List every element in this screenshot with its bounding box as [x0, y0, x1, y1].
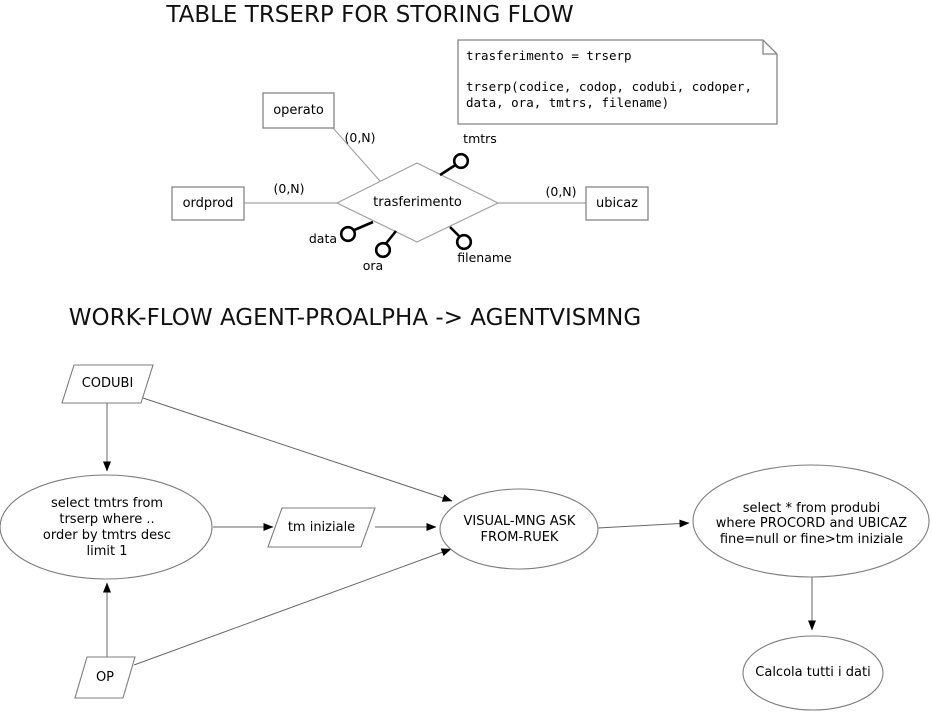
entity-operato-box	[262, 92, 335, 129]
calcola-label: Calcola tutti i dati	[755, 665, 871, 680]
entity-ubicaz-label: ubicaz	[595, 195, 639, 211]
er-section-title: TABLE TRSERP FOR STORING FLOW	[166, 2, 574, 28]
attribute-circle-tmtrs	[452, 152, 470, 170]
parallelogram-op	[74, 656, 136, 699]
attribute-filename-label: filename	[457, 250, 512, 265]
entity-operato-label: operato	[273, 102, 324, 118]
codubi-label: CODUBI	[81, 376, 134, 391]
attribute-stub-tmtrs	[439, 162, 458, 177]
entity-ordprod-box	[171, 186, 245, 221]
note-text: trasferimento = trserp trserp(codice, co…	[466, 48, 752, 111]
er-line-operato-trasferimento	[332, 127, 381, 182]
note-fold-corner	[762, 40, 777, 55]
attribute-circle-ora	[374, 241, 392, 259]
attribute-circle-filename	[455, 233, 473, 251]
attribute-stub-data	[351, 220, 374, 233]
visual-mng-label: VISUAL-MNG ASK FROM-RUEK	[463, 513, 576, 545]
parallelogram-tm-iniziale	[267, 507, 376, 548]
entity-ubicaz-box	[585, 186, 649, 221]
relationship-trasferimento-diamond	[335, 162, 500, 243]
select-tmtrs-label: select tmtrs from trserp where .. order …	[42, 495, 172, 559]
tm-iniziale-label: tm iniziale	[287, 519, 356, 535]
attribute-ora-label: ora	[362, 258, 384, 273]
op-label: OP	[95, 669, 115, 685]
note-box	[457, 39, 778, 125]
ellipse-select-tmtrs	[0, 474, 213, 580]
cardinality-ordprod: (0,N)	[273, 181, 305, 196]
workflow-section-title: WORK-FLOW AGENT-PROALPHA -> AGENTVISMNG	[68, 305, 642, 331]
ellipse-calcola	[742, 635, 884, 711]
entity-ordprod-label: ordprod	[182, 195, 234, 211]
attribute-data-label: data	[308, 231, 337, 246]
cardinality-operato: (0,N)	[344, 130, 376, 145]
arrow-codubi-to-visualmng	[142, 397, 453, 502]
ellipse-visual-mng	[439, 488, 599, 570]
ellipse-select-produbi	[692, 464, 930, 578]
cardinality-ubicaz: (0,N)	[545, 184, 577, 199]
relationship-trasferimento-label: trasferimento	[373, 195, 462, 210]
select-produbi-label: select * from produbi where PROCORD and …	[715, 500, 908, 547]
arrow-op-to-visualmng	[133, 548, 452, 666]
attribute-tmtrs-label: tmtrs	[463, 131, 497, 146]
parallelogram-codubi	[61, 364, 154, 404]
attribute-circle-data	[339, 225, 357, 243]
arrow-visualmng-to-produbi	[597, 519, 690, 529]
